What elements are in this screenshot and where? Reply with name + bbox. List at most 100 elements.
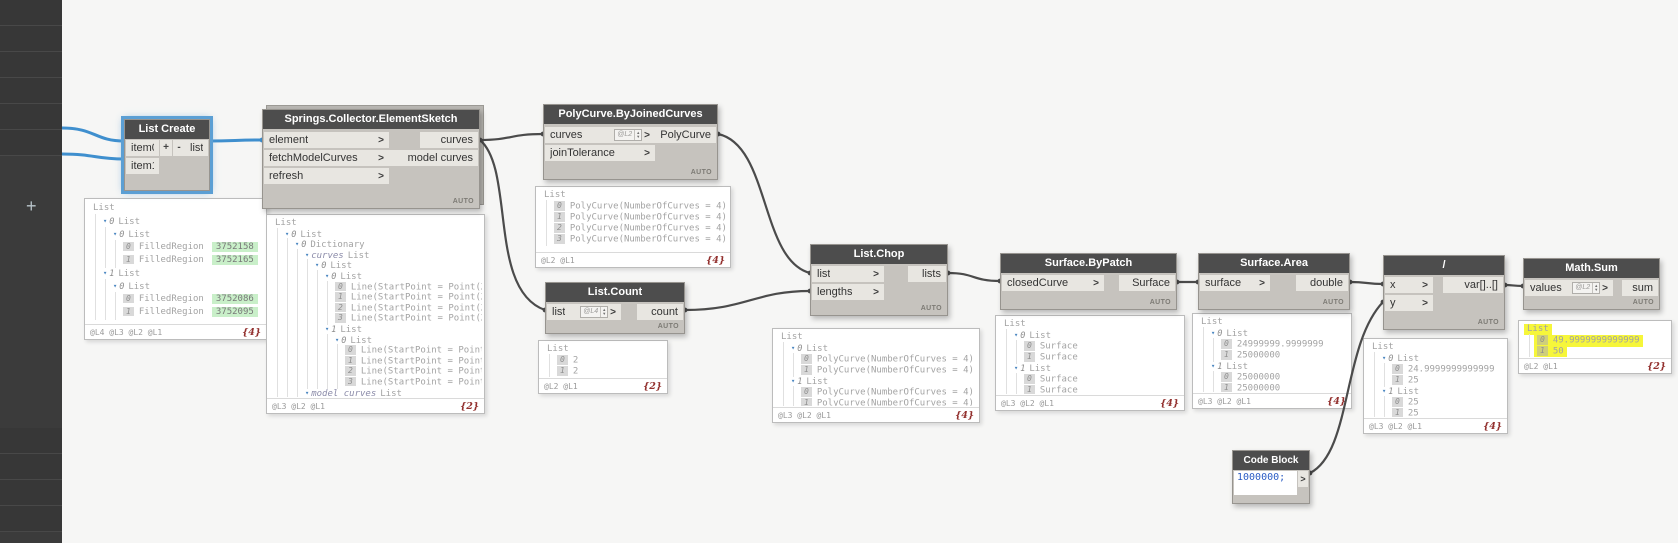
sidebar-row[interactable]	[0, 26, 62, 52]
sidebar-row[interactable]	[0, 428, 62, 454]
node-title[interactable]: /	[1384, 256, 1504, 275]
port-fetchmodelcurves[interactable]: fetchModelCurves>	[264, 150, 389, 166]
lacing-auto-label[interactable]: AUTO	[1477, 319, 1499, 326]
node-list-count[interactable]: List.Count list @L4▲▼ > count AUTO	[545, 282, 685, 334]
node-title[interactable]: Code Block	[1233, 451, 1309, 470]
node-list-create[interactable]: List Create item0 + - list item1	[121, 116, 213, 194]
lacing-auto-label[interactable]: AUTO	[1322, 299, 1344, 306]
port-lengths[interactable]: lengths>	[812, 284, 884, 300]
code-block-editor[interactable]: 1000000;	[1234, 471, 1297, 495]
port-count-output[interactable]: count	[637, 304, 683, 320]
node-surface-area[interactable]: Surface.Area surface> double AUTO	[1198, 253, 1350, 310]
add-icon[interactable]: +	[26, 196, 37, 216]
sidebar-row[interactable]	[0, 130, 62, 156]
wire[interactable]	[716, 132, 812, 275]
port-var-output[interactable]: var[]..[]	[1443, 277, 1503, 293]
lacing-auto-label[interactable]: AUTO	[657, 323, 679, 330]
sidebar-row[interactable]	[0, 0, 62, 26]
port-surface[interactable]: surface>	[1200, 275, 1270, 291]
wire[interactable]	[206, 138, 264, 143]
wire[interactable]	[946, 271, 1002, 283]
sidebar-row[interactable]	[0, 506, 62, 532]
node-surface-bypatch[interactable]: Surface.ByPatch closedCurve> Surface AUT…	[1000, 253, 1177, 310]
sidebar-row[interactable]	[0, 52, 62, 78]
node-title[interactable]: Surface.Area	[1199, 254, 1349, 273]
node-title[interactable]: List.Count	[546, 283, 684, 302]
node-title[interactable]: Surface.ByPatch	[1001, 254, 1176, 273]
wire[interactable]	[1503, 283, 1525, 288]
port-element[interactable]: element>	[264, 132, 389, 148]
node-list-chop[interactable]: List.Chop list> lengths> lists AUTO	[810, 244, 948, 316]
port-item0[interactable]: item0	[126, 140, 159, 156]
port-curves-output[interactable]: curves	[420, 132, 478, 148]
sidebar-row[interactable]	[0, 454, 62, 480]
preview-count: {4}	[1327, 395, 1346, 407]
node-divide[interactable]: / x> y> var[]..[] AUTO	[1383, 255, 1505, 330]
port-jointolerance[interactable]: joinTolerance>	[545, 145, 655, 161]
node-title[interactable]: Math.Sum	[1524, 259, 1659, 278]
preview-line: List	[275, 218, 297, 228]
lacing-auto-label[interactable]: AUTO	[920, 305, 942, 312]
remove-input-button[interactable]: -	[173, 140, 185, 156]
node-title[interactable]: PolyCurve.ByJoinedCurves	[544, 105, 717, 124]
port-code-output[interactable]: >	[1298, 471, 1308, 487]
port-sum-output[interactable]: sum	[1622, 280, 1658, 296]
wire[interactable]	[60, 152, 126, 161]
port-double-output[interactable]: double	[1296, 275, 1348, 291]
port-model-curves-output[interactable]: model curves	[388, 150, 478, 166]
port-y[interactable]: y>	[1385, 295, 1433, 311]
port-list[interactable]: list @L4▲▼ >	[547, 304, 621, 320]
wire[interactable]	[683, 289, 812, 312]
node-springs-collector-elementsketch[interactable]: Springs.Collector.ElementSketch element>…	[262, 109, 480, 209]
sidebar-row[interactable]	[0, 480, 62, 506]
port-refresh[interactable]: refresh>	[264, 168, 389, 184]
node-title[interactable]: List Create	[125, 120, 209, 139]
sidebar-row[interactable]	[0, 104, 62, 130]
node-code-block[interactable]: Code Block 1000000; >	[1232, 450, 1310, 504]
port-item1[interactable]: item1	[126, 158, 159, 174]
wire[interactable]	[1348, 280, 1385, 286]
port-curves[interactable]: curves @L2▲▼ >	[545, 127, 655, 143]
node-title[interactable]: Springs.Collector.ElementSketch	[263, 110, 479, 129]
port-values[interactable]: values @L2▲▼ >	[1525, 280, 1613, 296]
level-selector[interactable]: @L2▲▼	[614, 129, 643, 141]
level-selector[interactable]: @L4▲▼	[580, 306, 609, 318]
level-selector[interactable]: @L2▲▼	[1572, 282, 1601, 294]
chevron-right-icon: >	[873, 286, 879, 298]
wire[interactable]	[60, 126, 126, 143]
sidebar-row[interactable]	[0, 78, 62, 104]
level-spinner-icon[interactable]: ▲▼	[600, 307, 607, 317]
level-spinner-icon[interactable]: ▲▼	[1592, 283, 1599, 293]
preview-count: {4}	[706, 254, 725, 266]
node-title[interactable]: List.Chop	[811, 245, 947, 264]
port-closedcurve[interactable]: closedCurve>	[1002, 275, 1104, 291]
port-list[interactable]: list>	[812, 266, 884, 282]
lacing-auto-label[interactable]: AUTO	[690, 169, 712, 176]
port-list-output[interactable]: list	[185, 140, 208, 156]
port-polycurve-output[interactable]: PolyCurve	[654, 127, 716, 143]
port-surface-output[interactable]: Surface	[1119, 275, 1175, 291]
lacing-auto-label[interactable]: AUTO	[1632, 299, 1654, 306]
node-polycurve-byjoinedcurves[interactable]: PolyCurve.ByJoinedCurves curves @L2▲▼ > …	[543, 104, 718, 180]
add-input-button[interactable]: +	[160, 140, 172, 156]
lacing-auto-label[interactable]: AUTO	[1149, 299, 1171, 306]
node-math-sum[interactable]: Math.Sum values @L2▲▼ > sum AUTO	[1523, 258, 1660, 310]
port-lists-output[interactable]: lists	[908, 266, 946, 282]
lacing-auto-label[interactable]: AUTO	[452, 198, 474, 205]
wire[interactable]	[478, 132, 545, 142]
level-spinner-icon[interactable]: ▲▼	[634, 130, 641, 140]
port-x[interactable]: x>	[1385, 277, 1433, 293]
